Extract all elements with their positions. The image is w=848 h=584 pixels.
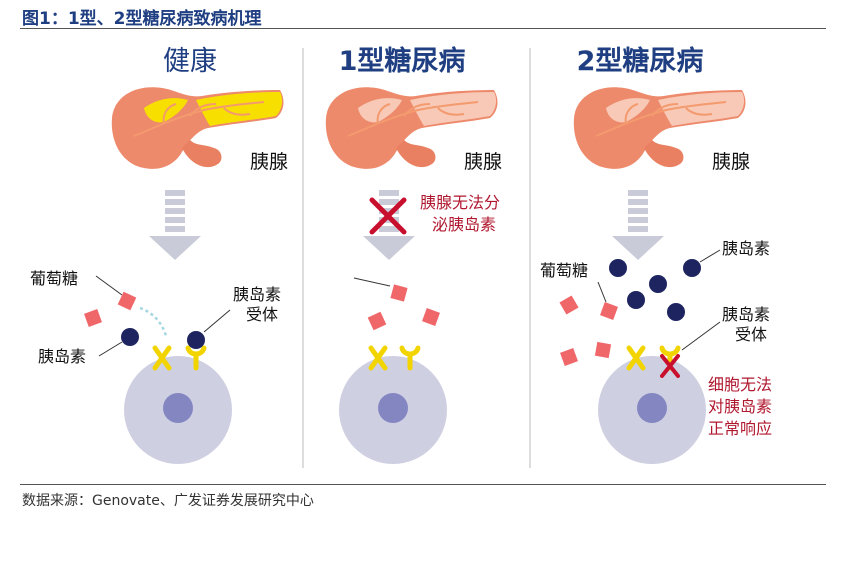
figure-title: 图1：1型、2型糖尿病致病机理 [22,9,262,29]
diagram-canvas: 健康 胰腺 葡萄糖 胰岛素 胰岛素受体 1型糖尿病 [30,45,772,468]
insulin-molecule [187,331,205,349]
glucose-molecule [422,308,440,326]
bottom-rule [20,484,826,485]
insulin-molecule [649,275,667,293]
panel-type2: 2型糖尿病 胰腺 葡萄糖 胰岛素 胰岛素受体 细胞 [540,45,772,464]
top-rule [20,28,826,29]
label-leader [98,341,123,357]
cell-nucleus [637,393,667,423]
down-arrow [612,190,664,260]
insulin-label: 胰岛素 [38,347,86,366]
insulin-molecule [627,291,645,309]
glucose-molecule [117,291,137,311]
panel-healthy: 健康 胰腺 葡萄糖 胰岛素 胰岛素受体 [30,46,288,464]
pancreas-label: 胰腺 [250,151,288,173]
blocked-x-icon [660,354,680,378]
receptor-label: 胰岛素受体 [722,305,770,344]
cell-nucleus [163,393,193,423]
pancreas-label: 胰腺 [464,151,502,173]
binding-path [139,306,168,337]
receptor-label: 胰岛素受体 [233,285,281,324]
pancreas-healthy [111,87,284,169]
glucose-molecule [559,295,579,315]
failure-note: 胰腺无法分泌胰岛素 [420,193,500,234]
glucose-molecule [390,284,408,302]
insulin-molecule [667,303,685,321]
failure-note: 细胞无法对胰岛素正常响应 [708,375,772,438]
insulin-molecule [683,259,701,277]
label-leader [597,281,607,303]
blocked-x-icon [369,197,407,235]
panel-heading: 2型糖尿病 [577,45,704,77]
panel-type1: 1型糖尿病 胰腺 胰腺无法分泌胰岛素 [325,45,502,464]
label-leader [699,249,721,263]
insulin-label: 胰岛素 [722,239,770,258]
label-leader [681,321,721,351]
pancreas-label: 胰腺 [712,151,750,173]
glucose-molecule [560,348,578,366]
glucose-label: 葡萄糖 [540,261,588,280]
pancreas-type2 [573,87,746,169]
label-leader [353,277,391,287]
glucose-molecule [84,309,102,327]
panel-heading: 1型糖尿病 [339,45,466,77]
glucose-molecule [367,311,387,331]
cell-nucleus [378,393,408,423]
label-leader [95,275,123,296]
down-arrow [149,190,201,260]
glucose-molecule [600,302,618,320]
panel-heading: 健康 [163,46,217,77]
insulin-molecule [121,328,139,346]
label-leader [203,309,231,333]
insulin-molecule [609,259,627,277]
pancreas-type1 [325,87,498,169]
source-note: 数据来源：Genovate、广发证券发展研究中心 [22,493,314,509]
glucose-label: 葡萄糖 [30,269,78,288]
glucose-molecule [594,341,612,359]
